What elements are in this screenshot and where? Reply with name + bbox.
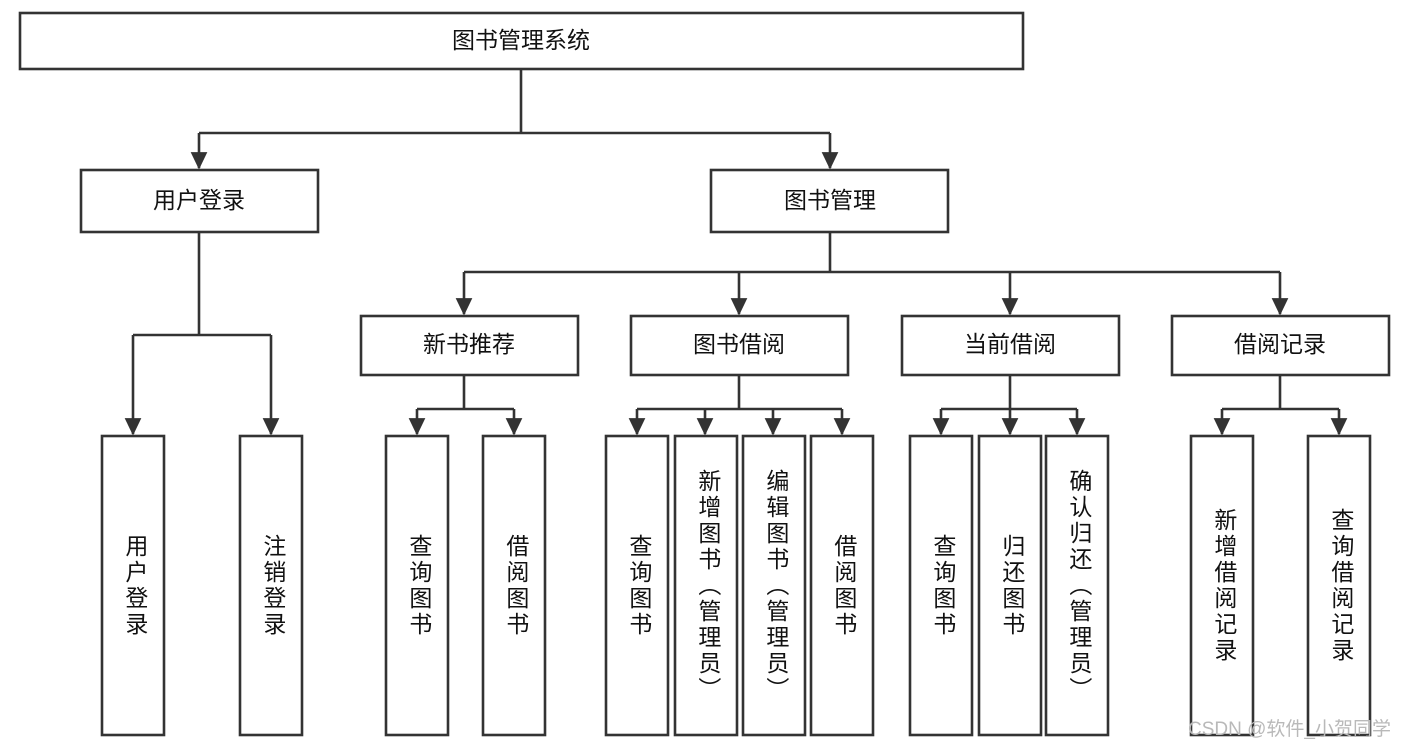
node-book-borrow-box[interactable]	[629, 314, 850, 377]
node-root-label: 图书管理系统	[452, 27, 590, 53]
leaf-borrow-edit-book-label: 编辑图书（管理员）	[763, 469, 790, 703]
leaf-logout-box[interactable]	[238, 434, 304, 737]
leaf-current-return-box[interactable]	[977, 434, 1043, 737]
leaf-borrow-add-book-box[interactable]	[673, 434, 739, 737]
leaf-logout-label: 注销登录	[260, 534, 287, 638]
node-user-login-box[interactable]	[79, 168, 320, 234]
leaf-current-return[interactable]: 归还图书	[977, 434, 1043, 737]
node-new-book-recommend[interactable]: 新书推荐	[359, 314, 580, 377]
leaf-records-add-label: 新增借阅记录	[1211, 508, 1238, 664]
leaf-current-search[interactable]: 查询图书	[908, 434, 974, 737]
leaf-user-login-box[interactable]	[100, 434, 166, 737]
node-book-management-box[interactable]	[709, 168, 950, 234]
leaf-records-search-box[interactable]	[1306, 434, 1372, 737]
node-current-borrow-label: 当前借阅	[964, 331, 1056, 357]
leaf-user-login-label: 用户登录	[122, 534, 149, 638]
leaf-new-book-search-label: 查询图书	[406, 534, 433, 638]
leaf-logout[interactable]: 注销登录	[238, 434, 304, 737]
leaf-records-search[interactable]: 查询借阅记录	[1306, 434, 1372, 737]
leaf-current-return-label: 归还图书	[999, 534, 1026, 638]
connector-layer	[124, 69, 1348, 436]
leaf-new-book-borrow-box[interactable]	[481, 434, 547, 737]
node-book-borrow-label: 图书借阅	[693, 331, 785, 357]
leaf-borrow-borrow-book-label: 借阅图书	[831, 534, 858, 638]
node-root[interactable]: 图书管理系统	[18, 11, 1025, 71]
node-current-borrow[interactable]: 当前借阅	[900, 314, 1121, 377]
leaf-user-login[interactable]: 用户登录	[100, 434, 166, 737]
leaf-new-book-search-box[interactable]	[384, 434, 450, 737]
leaf-current-confirm-return-label: 确认归还（管理员）	[1066, 469, 1093, 703]
node-borrow-records[interactable]: 借阅记录	[1170, 314, 1391, 377]
leaf-current-search-box[interactable]	[908, 434, 974, 737]
leaf-new-book-search[interactable]: 查询图书	[384, 434, 450, 737]
leaf-records-search-label: 查询借阅记录	[1328, 508, 1355, 664]
leaf-borrow-borrow-book[interactable]: 借阅图书	[809, 434, 875, 737]
leaf-borrow-borrow-book-box[interactable]	[809, 434, 875, 737]
leaf-borrow-search[interactable]: 查询图书	[604, 434, 670, 737]
node-book-management[interactable]: 图书管理	[709, 168, 950, 234]
node-new-book-recommend-box[interactable]	[359, 314, 580, 377]
node-book-management-label: 图书管理	[784, 187, 876, 213]
leaf-borrow-add-book-label: 新增图书（管理员）	[695, 469, 722, 703]
leaf-records-add-box[interactable]	[1189, 434, 1255, 737]
node-new-book-recommend-label: 新书推荐	[423, 331, 515, 357]
node-borrow-records-box[interactable]	[1170, 314, 1391, 377]
leaf-borrow-edit-book-box[interactable]	[741, 434, 807, 737]
leaf-current-confirm-return[interactable]: 确认归还（管理员）	[1044, 434, 1110, 737]
leaf-new-book-borrow-label: 借阅图书	[503, 534, 530, 638]
leaf-borrow-search-box[interactable]	[604, 434, 670, 737]
node-borrow-records-label: 借阅记录	[1234, 331, 1326, 357]
node-root-box[interactable]	[18, 11, 1025, 71]
leaf-borrow-add-book[interactable]: 新增图书（管理员）	[673, 434, 739, 737]
node-user-login[interactable]: 用户登录	[79, 168, 320, 234]
leaf-new-book-borrow[interactable]: 借阅图书	[481, 434, 547, 737]
leaf-current-search-label: 查询图书	[930, 534, 957, 638]
leaf-current-confirm-return-box[interactable]	[1044, 434, 1110, 737]
leaf-records-add[interactable]: 新增借阅记录	[1189, 434, 1255, 737]
leaf-borrow-edit-book[interactable]: 编辑图书（管理员）	[741, 434, 807, 737]
node-user-login-label: 用户登录	[153, 187, 245, 213]
node-book-borrow[interactable]: 图书借阅	[629, 314, 850, 377]
node-current-borrow-box[interactable]	[900, 314, 1121, 377]
leaf-borrow-search-label: 查询图书	[626, 534, 653, 638]
